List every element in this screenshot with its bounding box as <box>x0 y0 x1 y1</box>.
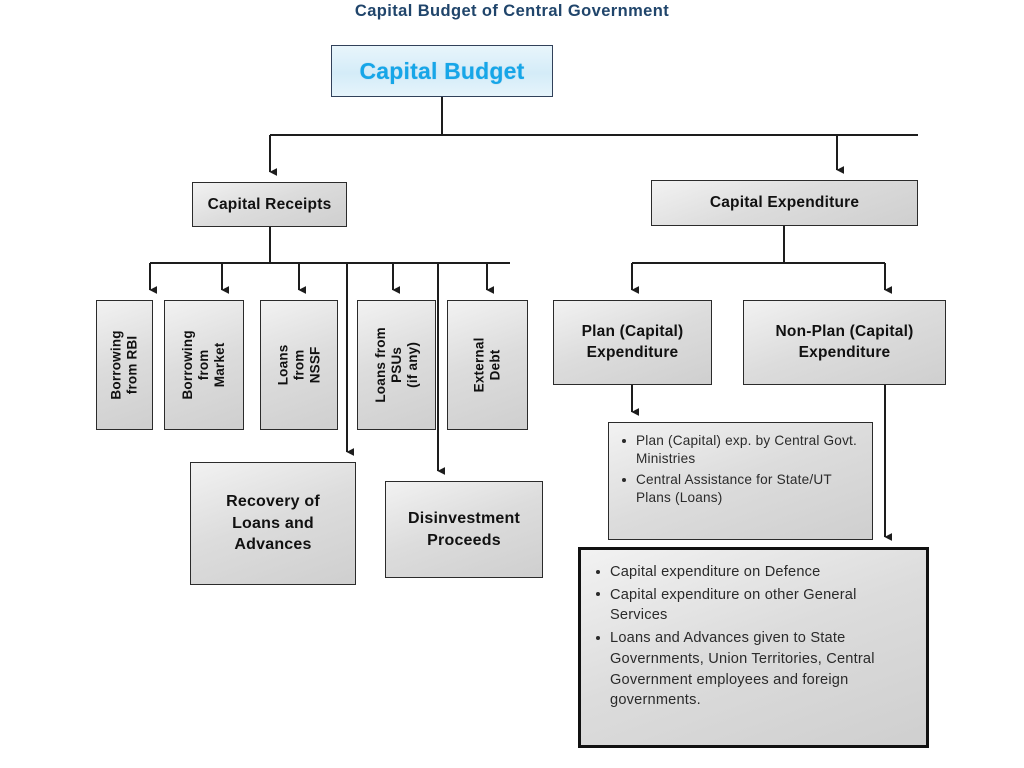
node-borrowing-from-market-label: Borrowing from Market <box>180 330 227 400</box>
node-loans-from-psus[interactable]: Loans from PSUs (if any) <box>357 300 436 430</box>
node-capital-budget-label: Capital Budget <box>359 57 525 84</box>
non-plan-details-list: Capital expenditure on Defence Capital e… <box>593 562 916 711</box>
list-item: Capital expenditure on other General Ser… <box>593 585 916 626</box>
node-disinvestment-proceeds[interactable]: Disinvestment Proceeds <box>385 481 543 578</box>
node-capital-expenditure[interactable]: Capital Expenditure <box>651 180 918 226</box>
node-capital-receipts-label: Capital Receipts <box>207 195 332 213</box>
node-borrowing-from-rbi-label: Borrowing from RBI <box>108 330 140 400</box>
plan-details-list: Plan (Capital) exp. by Central Govt. Min… <box>619 432 864 508</box>
list-item: Loans and Advances given to State Govern… <box>593 628 916 711</box>
node-borrowing-from-market[interactable]: Borrowing from Market <box>164 300 244 430</box>
node-disinvestment-proceeds-label: Disinvestment Proceeds <box>408 509 520 549</box>
node-plan-capital-expenditure[interactable]: Plan (Capital) Expenditure <box>553 300 712 385</box>
node-external-debt-label: External Debt <box>471 337 503 393</box>
list-item: Plan (Capital) exp. by Central Govt. Min… <box>619 432 864 469</box>
node-non-plan-capital-expenditure-label: Non-Plan (Capital) Expenditure <box>775 322 914 361</box>
node-loans-from-nssf-label: Loans from NSSF <box>275 344 322 386</box>
node-loans-from-psus-label: Loans from PSUs (if any) <box>372 327 420 403</box>
node-borrowing-from-rbi[interactable]: Borrowing from RBI <box>96 300 153 430</box>
page-title: Capital Budget of Central Government <box>354 2 670 20</box>
node-recovery-of-loans-and-advances-label: Recovery of Loans and Advances <box>226 493 320 554</box>
list-item: Capital expenditure on Defence <box>593 562 916 583</box>
node-recovery-of-loans-and-advances[interactable]: Recovery of Loans and Advances <box>190 462 356 585</box>
node-non-plan-expenditure-details: Capital expenditure on Defence Capital e… <box>578 547 929 748</box>
list-item: Central Assistance for State/UT Plans (L… <box>619 471 864 508</box>
node-external-debt[interactable]: External Debt <box>447 300 528 430</box>
node-capital-receipts[interactable]: Capital Receipts <box>192 182 347 227</box>
node-loans-from-nssf[interactable]: Loans from NSSF <box>260 300 338 430</box>
node-plan-capital-expenditure-label: Plan (Capital) Expenditure <box>581 322 684 361</box>
node-plan-expenditure-details: Plan (Capital) exp. by Central Govt. Min… <box>608 422 873 540</box>
node-capital-budget[interactable]: Capital Budget <box>331 45 553 97</box>
node-non-plan-capital-expenditure[interactable]: Non-Plan (Capital) Expenditure <box>743 300 946 385</box>
node-capital-expenditure-label: Capital Expenditure <box>709 194 860 211</box>
